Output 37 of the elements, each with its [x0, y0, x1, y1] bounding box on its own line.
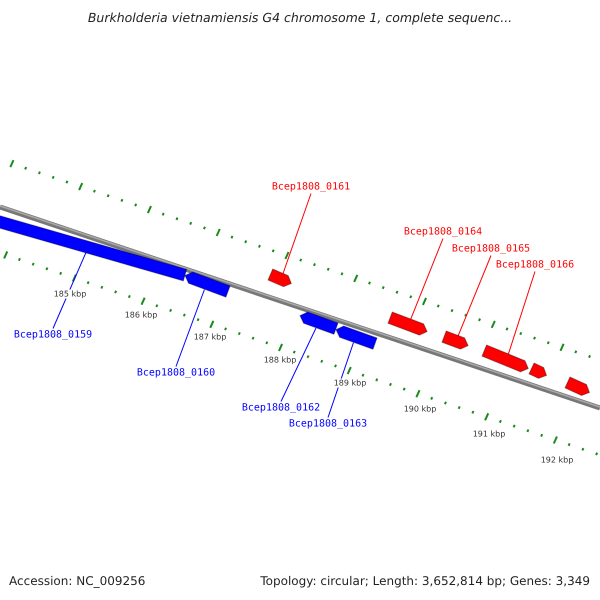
- gene-feature: [266, 268, 292, 288]
- gene-feature: [481, 344, 529, 373]
- gene-feature: [184, 272, 231, 298]
- scale-label: 188 kbp: [262, 356, 298, 364]
- gene-label: Bcep1808_0162: [242, 402, 320, 414]
- gene-feature: [441, 330, 469, 350]
- gene-feature: [299, 312, 339, 336]
- gene-feature: [335, 326, 378, 350]
- leader-line: [328, 342, 354, 418]
- accession-text: Accession: NC_009256: [9, 574, 146, 588]
- leader-line: [410, 238, 444, 320]
- leader-line: [508, 271, 536, 355]
- gene-label: Bcep1808_0161: [272, 182, 350, 192]
- leader-line: [176, 289, 205, 367]
- gene-label: Bcep1808_0163: [288, 418, 368, 430]
- gene-label: Bcep1808_0164: [404, 226, 482, 238]
- gene-label: Bcep1808_0165: [452, 244, 530, 254]
- genome-info-text: Topology: circular; Length: 3,652,814 bp; Genes: 3,349: [260, 574, 590, 588]
- gene-label: Bcep1808_0159: [14, 330, 92, 340]
- scale-label: 189 kbp: [332, 378, 368, 388]
- scale-label: 190 kbp: [402, 404, 438, 414]
- leader-line: [280, 328, 316, 402]
- gene-feature: [564, 376, 590, 396]
- gene-feature: [528, 362, 548, 378]
- map-title: Burkholderia vietnamiensis G4 chromosome 1, complete sequenc...: [86, 10, 514, 25]
- scale-label: 192 kbp: [540, 456, 574, 464]
- gene-feature: [0, 214, 188, 282]
- scale-label: 185 kbp: [52, 290, 88, 298]
- leader-line: [282, 193, 312, 274]
- scale-label: 191 kbp: [472, 430, 506, 438]
- leader-line: [458, 255, 492, 336]
- gene-label: Bcep1808_0166: [496, 260, 574, 270]
- gene-label: Bcep1808_0160: [136, 368, 216, 378]
- scale-label: 186 kbp: [124, 310, 158, 320]
- leader-line: [52, 252, 86, 329]
- scale-label: 187 kbp: [192, 332, 228, 342]
- gene-feature: [387, 312, 428, 336]
